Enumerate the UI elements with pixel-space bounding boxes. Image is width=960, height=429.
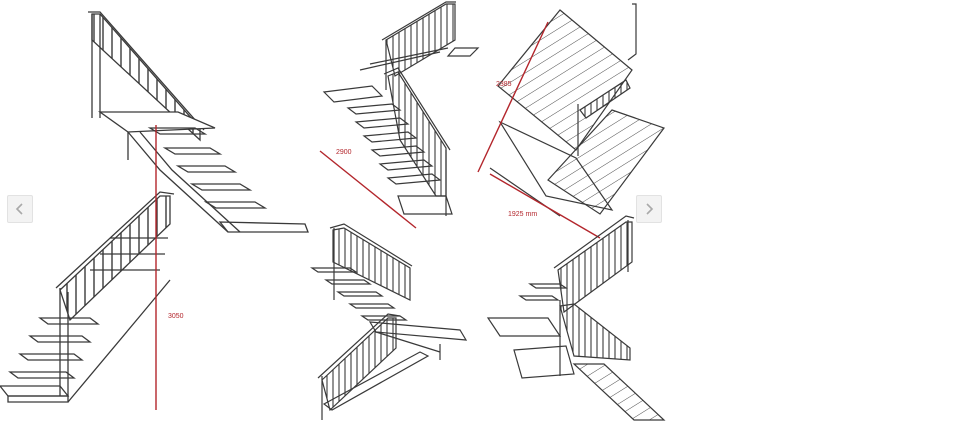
dimension-label-height-left: 3050 — [168, 313, 184, 320]
dimension-line-width-right — [489, 173, 601, 239]
chevron-right-icon — [646, 203, 654, 215]
drawing-stair-top-right — [489, 3, 665, 217]
dimension-label-length-mid: 2900 — [336, 149, 352, 156]
drawing-stair-bottom-right — [486, 215, 666, 421]
previous-image-button[interactable] — [7, 195, 33, 223]
dimension-line-length-mid — [319, 150, 417, 229]
next-image-button[interactable] — [636, 195, 662, 223]
drawing-l-stair-large — [0, 11, 309, 403]
dimension-line-height-right — [477, 21, 549, 173]
chevron-left-icon — [15, 203, 23, 215]
dimension-label-height-right: 2385 — [496, 81, 512, 88]
drawing-stair-top-middle — [322, 1, 480, 216]
dimension-label-width-right: 1925 mm — [508, 211, 537, 218]
drawing-stair-bottom-middle — [310, 223, 468, 420]
